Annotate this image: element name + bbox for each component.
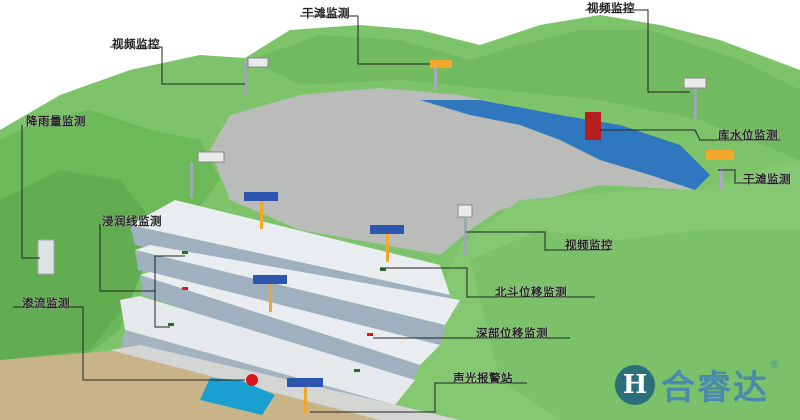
label-reservoir-level-monitoring: 库水位监测 [718,128,778,142]
company-logo: H 合睿达 ® [615,358,780,409]
label-video-monitoring-right: 视频监控 [565,238,613,252]
label-dry-beach-right: 干滩监测 [743,172,791,186]
label-phreatic-line-monitoring: 浸润线监测 [102,214,162,228]
label-video-monitoring-top-left: 视频监控 [112,37,160,51]
label-deep-displacement: 深部位移监测 [476,326,548,340]
label-dry-beach-top: 干滩监测 [302,6,350,20]
logo-h-icon: H [615,364,655,405]
logo-text: 合睿达 [661,368,769,408]
label-beidou-displacement: 北斗位移监测 [495,285,567,299]
registered-mark: ® [769,358,780,371]
label-seepage-monitoring: 渗流监测 [22,296,70,310]
label-video-monitoring-top-right: 视频监控 [587,1,635,15]
label-sound-light-alarm: 声光报警站 [453,371,513,385]
label-rainfall-monitoring: 降雨量监测 [26,114,86,128]
